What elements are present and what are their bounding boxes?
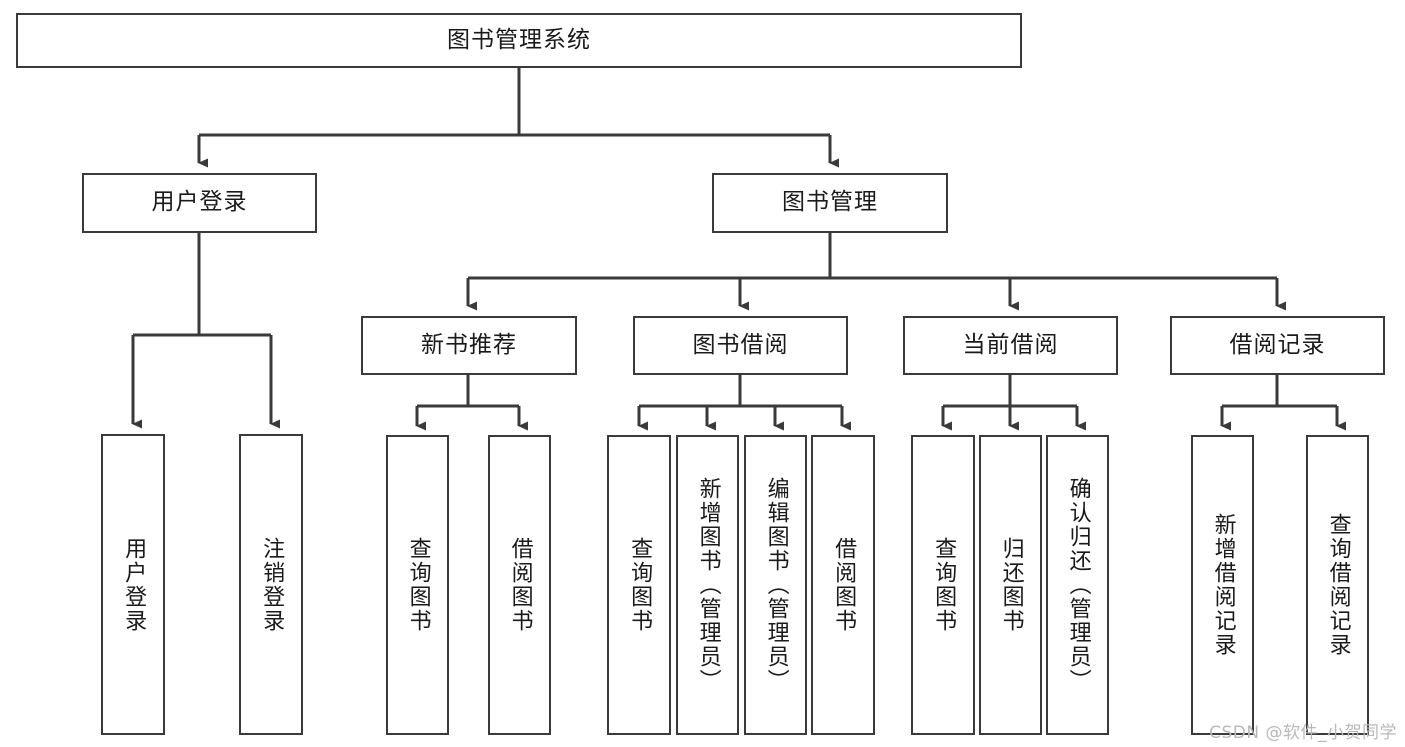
leaf-logout-login[interactable]: 注销登录 [239, 434, 303, 735]
leaf-user-login[interactable]: 用户登录 [101, 434, 165, 735]
node-book-borrow[interactable]: 图书借阅 [633, 316, 848, 375]
leaf-add-book[interactable]: 新增图书（管理员） [676, 435, 739, 735]
leaf-edit-book-label: 编辑图书（管理员） [763, 477, 789, 693]
leaf-return-book[interactable]: 归还图书 [979, 435, 1042, 735]
node-book-manage[interactable]: 图书管理 [712, 173, 948, 233]
leaf-query-book-3-label: 查询图书 [931, 537, 957, 633]
node-new-book-recommend[interactable]: 新书推荐 [361, 316, 577, 375]
leaf-add-book-label: 新增图书（管理员） [695, 477, 721, 693]
node-current-borrow-label: 当前借阅 [962, 331, 1059, 358]
leaf-borrow-book-1-label: 借阅图书 [507, 537, 533, 633]
node-borrow-record[interactable]: 借阅记录 [1170, 316, 1385, 375]
leaf-query-book-1[interactable]: 查询图书 [386, 435, 449, 735]
leaf-add-record[interactable]: 新增借阅记录 [1191, 435, 1254, 735]
leaf-confirm-return-label: 确认归还（管理员） [1065, 477, 1091, 693]
leaf-query-book-2[interactable]: 查询图书 [607, 435, 671, 735]
node-borrow-record-label: 借阅记录 [1229, 331, 1326, 358]
csdn-watermark: CSDN @软件_小贺同学 [1209, 723, 1397, 743]
leaf-borrow-book-2-label: 借阅图书 [831, 537, 857, 633]
leaf-borrow-book-1[interactable]: 借阅图书 [488, 435, 551, 735]
node-current-borrow[interactable]: 当前借阅 [903, 316, 1118, 375]
node-book-manage-label: 图书管理 [782, 189, 878, 216]
node-new-book-recommend-label: 新书推荐 [421, 331, 517, 358]
node-root-book-management-system[interactable]: 图书管理系统 [16, 13, 1022, 68]
leaf-query-book-2-label: 查询图书 [627, 537, 653, 633]
leaf-logout-login-label: 注销登录 [259, 536, 285, 633]
leaf-query-book-3[interactable]: 查询图书 [911, 435, 975, 735]
node-root-label: 图书管理系统 [447, 26, 591, 53]
leaf-edit-book[interactable]: 编辑图书（管理员） [744, 435, 807, 735]
leaf-query-record-label: 查询借阅记录 [1325, 513, 1351, 657]
node-user-login-label: 用户登录 [151, 189, 248, 216]
node-user-login[interactable]: 用户登录 [82, 173, 317, 233]
leaf-confirm-return[interactable]: 确认归还（管理员） [1046, 435, 1109, 735]
leaf-user-login-label: 用户登录 [121, 536, 147, 633]
node-book-borrow-label: 图书借阅 [692, 331, 789, 358]
leaf-borrow-book-2[interactable]: 借阅图书 [811, 435, 875, 735]
leaf-return-book-label: 归还图书 [998, 537, 1024, 633]
leaf-add-record-label: 新增借阅记录 [1210, 513, 1236, 657]
leaf-query-record[interactable]: 查询借阅记录 [1306, 435, 1369, 735]
leaf-query-book-1-label: 查询图书 [405, 537, 431, 633]
